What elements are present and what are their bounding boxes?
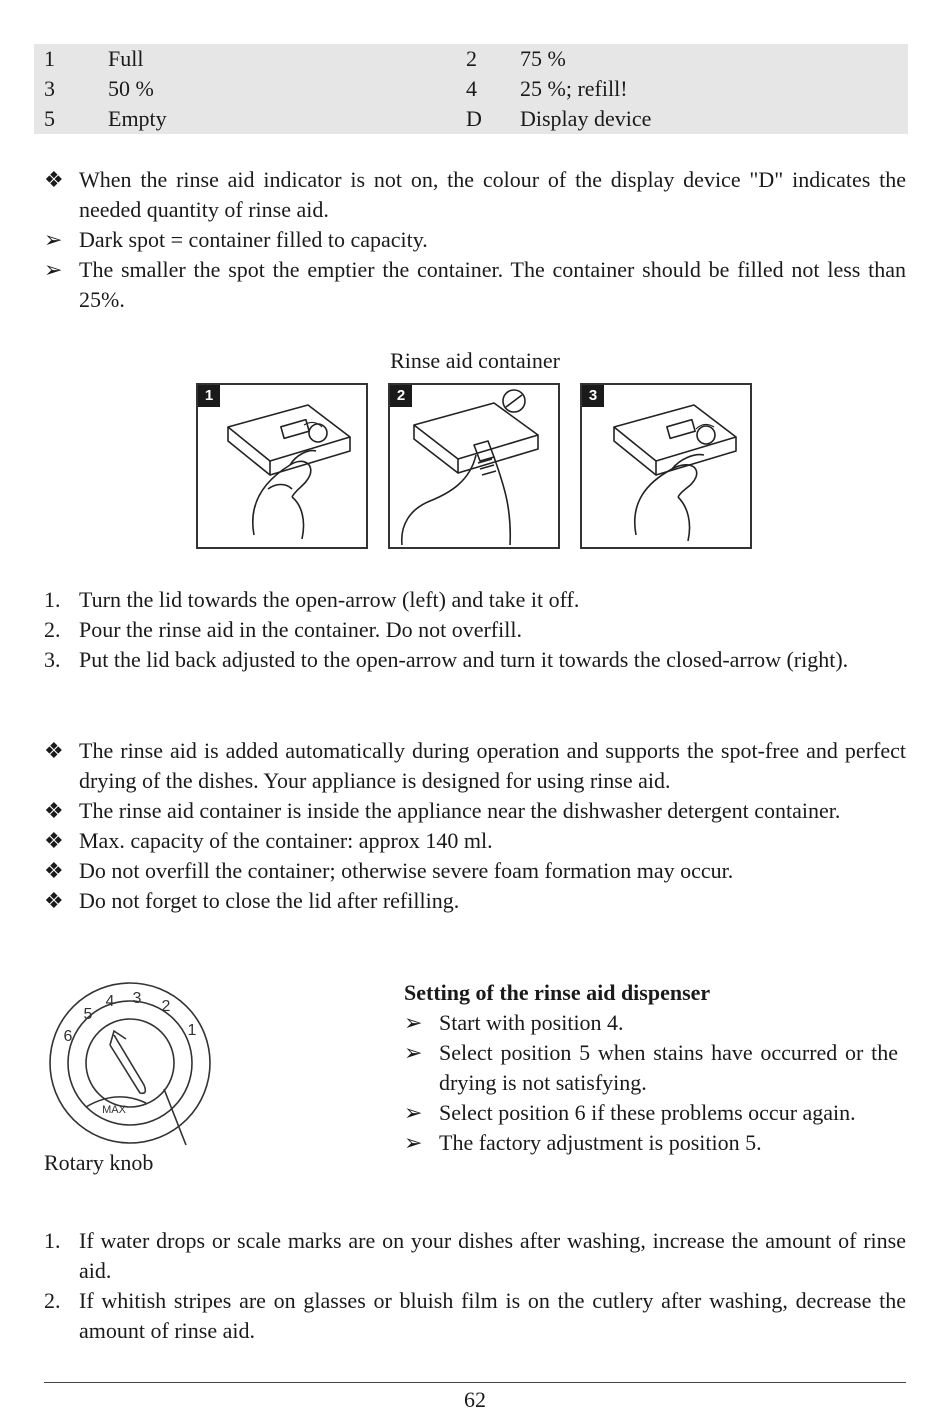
step-number: 1. — [44, 1228, 61, 1253]
step-number: 2. — [44, 617, 61, 642]
list-item: ➢ Select position 5 when stains have occu… — [404, 1038, 898, 1098]
legend-row: 1 Full 2 75 % — [34, 44, 908, 74]
knob-number-1: 1 — [188, 1022, 197, 1039]
figure-caption: Rinse aid container — [390, 348, 560, 373]
knob-number-4: 4 — [106, 993, 115, 1010]
list-item: ❖ When the rinse aid indicator is not on,… — [44, 165, 906, 225]
legend-number: 4 — [466, 76, 477, 101]
legend-label: 50 % — [108, 76, 154, 101]
indicator-list: ❖ When the rinse aid indicator is not on,… — [44, 165, 906, 315]
knob-number-2: 2 — [162, 998, 171, 1015]
list-item: ➢ The smaller the spot the emptier the co… — [44, 255, 906, 315]
list-item: ➢ Start with position 4. — [404, 1008, 898, 1038]
legend-row: 5 Empty D Display device — [34, 104, 908, 134]
list-item: ➢ Dark spot = container filled to capacit… — [44, 225, 906, 255]
item-text: Dark spot = container filled to capacity… — [79, 227, 428, 252]
list-item: 3. Put the lid back adjusted to the open-… — [44, 645, 906, 675]
section-heading: Setting of the rinse aid dispenser — [404, 980, 711, 1005]
item-text: Max. capacity of the container: approx 1… — [79, 828, 493, 853]
legend-number: 1 — [44, 46, 55, 71]
item-text: Select position 6 if these problems occu… — [439, 1100, 856, 1125]
footer-divider — [44, 1382, 906, 1383]
illustration-panel: 1 — [196, 383, 368, 549]
pour-rinse-aid-illustration — [401, 389, 539, 546]
legend-label: 75 % — [520, 46, 566, 71]
bullet-marker: ❖ — [44, 738, 64, 763]
knob-number-3: 3 — [133, 990, 142, 1007]
panel-number: 2 — [390, 385, 412, 407]
close-lid-illustration — [613, 404, 737, 542]
item-text: If water drops or scale marks are on you… — [79, 1228, 906, 1283]
item-text: Start with position 4. — [439, 1010, 624, 1035]
item-text: Do not overfill the container; otherwise… — [79, 858, 734, 883]
bullet-marker: ❖ — [44, 828, 64, 853]
legend-table: 1 Full 2 75 % 3 50 % 4 25 %; refill! 5 E… — [34, 44, 908, 134]
item-text: Turn the lid towards the open-arrow (lef… — [79, 587, 580, 612]
list-item: ❖ Do not overfill the container; otherwis… — [44, 856, 906, 886]
legend-label: Full — [108, 46, 144, 71]
item-text: If whitish stripes are on glasses or blu… — [79, 1288, 906, 1343]
rinse-aid-illustrations: 1 2 — [196, 383, 754, 549]
list-item: ❖ The rinse aid is added automatically du… — [44, 736, 906, 796]
knob-caption: Rotary knob — [44, 1150, 154, 1175]
illustration-panel: 3 — [580, 383, 752, 549]
bullet-marker: ❖ — [44, 167, 64, 192]
list-item: ❖ Max. capacity of the container: approx … — [44, 826, 906, 856]
item-text: Put the lid back adjusted to the open-ar… — [79, 647, 849, 672]
legend-label: 25 %; refill! — [520, 76, 628, 101]
setting-section: Setting of the rinse aid dispenser ➢ Star… — [404, 978, 898, 1158]
list-item: ❖ The rinse aid container is inside the a… — [44, 796, 906, 826]
step-number: 2. — [44, 1288, 61, 1313]
bullet-marker: ❖ — [44, 798, 64, 823]
list-item: 1. If water drops or scale marks are on y… — [44, 1226, 906, 1286]
rotary-knob-illustration: 1 2 3 4 5 6 MAX — [49, 982, 211, 1146]
legend-number: D — [466, 106, 482, 131]
item-text: The factory adjustment is position 5. — [439, 1130, 762, 1155]
step-number: 3. — [44, 647, 61, 672]
knob-number-6: 6 — [64, 1028, 73, 1045]
legend-number: 2 — [466, 46, 477, 71]
knob-number-5: 5 — [84, 1006, 93, 1023]
arrow-marker: ➢ — [44, 257, 63, 282]
legend-label: Display device — [520, 106, 652, 131]
arrow-marker: ➢ — [404, 1010, 423, 1035]
list-item: ➢ The factory adjustment is position 5. — [404, 1128, 898, 1158]
item-text: The smaller the spot the emptier the con… — [79, 257, 906, 312]
notes-list: ❖ The rinse aid is added automatically du… — [44, 736, 906, 916]
bullet-marker: ❖ — [44, 858, 64, 883]
fill-steps-list: 1. Turn the lid towards the open-arrow (l… — [44, 585, 906, 675]
arrow-marker: ➢ — [404, 1130, 423, 1155]
item-text: The rinse aid is added automatically dur… — [79, 738, 906, 793]
legend-number: 3 — [44, 76, 55, 101]
page-number: 62 — [464, 1387, 486, 1412]
panel-number: 3 — [582, 385, 604, 407]
step-number: 1. — [44, 587, 61, 612]
item-text: Select position 5 when stains have occur… — [439, 1040, 898, 1095]
item-text: Do not forget to close the lid after ref… — [79, 888, 460, 913]
illustration-panel: 2 — [388, 383, 560, 549]
panel-number: 1 — [198, 385, 220, 407]
legend-row: 3 50 % 4 25 %; refill! — [34, 74, 908, 104]
adjust-steps-list: 1. If water drops or scale marks are on y… — [44, 1226, 906, 1346]
list-item: ❖ Do not forget to close the lid after re… — [44, 886, 906, 916]
arrow-marker: ➢ — [44, 227, 63, 252]
item-text: The rinse aid container is inside the ap… — [79, 798, 841, 823]
list-item: 2. Pour the rinse aid in the container. D… — [44, 615, 906, 645]
list-item: 2. If whitish stripes are on glasses or b… — [44, 1286, 906, 1346]
bullet-marker: ❖ — [44, 888, 64, 913]
legend-number: 5 — [44, 106, 55, 131]
item-text: Pour the rinse aid in the container. Do … — [79, 617, 522, 642]
arrow-marker: ➢ — [404, 1100, 423, 1125]
arrow-marker: ➢ — [404, 1040, 423, 1065]
item-text: When the rinse aid indicator is not on, … — [79, 167, 906, 222]
knob-max-label: MAX — [102, 1104, 127, 1116]
turn-lid-open-illustration — [227, 404, 351, 540]
legend-label: Empty — [108, 106, 167, 131]
list-item: 1. Turn the lid towards the open-arrow (l… — [44, 585, 906, 615]
list-item: ➢ Select position 6 if these problems occ… — [404, 1098, 898, 1128]
